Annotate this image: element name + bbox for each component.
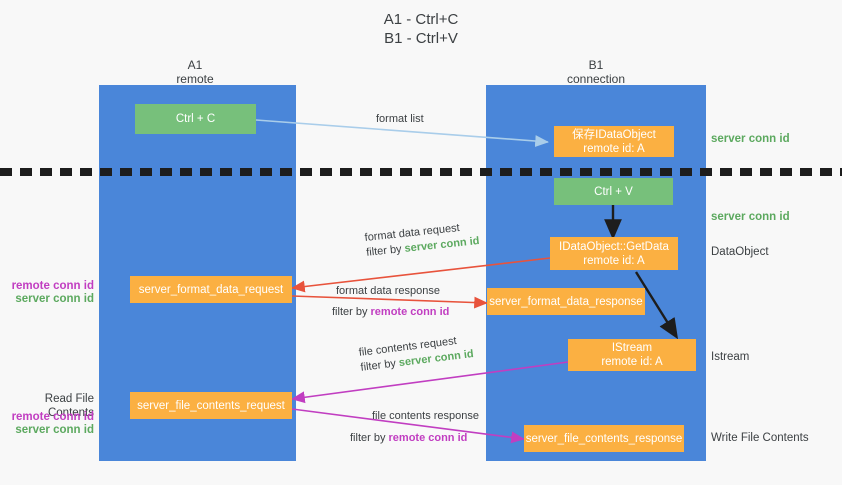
- edge-label-file-contents-response-filter: filter by remote conn id: [350, 431, 479, 446]
- box-server-format-data-request[interactable]: server_format_data_request: [130, 276, 292, 303]
- box-server-file-contents-response[interactable]: server_file_contents_response: [524, 425, 684, 452]
- edge-label-format-list: format list: [376, 112, 424, 127]
- filter-target-remote-conn-id: remote conn id: [370, 306, 450, 318]
- box-istream[interactable]: IStream remote id: A: [568, 339, 696, 371]
- annotation-remote-conn-id-2: remote conn id: [11, 411, 94, 423]
- column-header-b1: B1 connection: [566, 58, 626, 86]
- annotation-server-conn-id-mid: server conn id: [711, 211, 790, 223]
- edge-label-format-data-request: format data request filter by server con…: [364, 219, 480, 261]
- phase-separator-dashed-line: [0, 168, 842, 176]
- edge-label-format-data-response-filter: filter by remote conn id: [332, 305, 449, 320]
- edge-label-format-data-response: format data response filter by remote co…: [332, 284, 449, 320]
- box-server-file-contents-request[interactable]: server_file_contents_request: [130, 392, 292, 419]
- annotation-server-conn-id-top: server conn id: [711, 133, 790, 145]
- edge-label-file-contents-response-line1: file contents response: [372, 410, 480, 422]
- edge-label-file-contents-request: file contents request filter by server c…: [358, 332, 475, 376]
- box-ctrl-c[interactable]: Ctrl + C: [135, 104, 256, 134]
- filter-prefix: filter by: [350, 432, 389, 444]
- filter-prefix: filter by: [365, 242, 406, 259]
- column-header-a1: A1 remote: [176, 58, 214, 86]
- page-title: A1 - Ctrl+C B1 - Ctrl+V: [383, 11, 459, 47]
- box-save-idataobject[interactable]: 保存IDataObject remote id: A: [554, 126, 674, 157]
- annotation-server-conn-id-1: server conn id: [15, 293, 94, 305]
- box-idataobject-getdata[interactable]: IDataObject::GetData remote id: A: [550, 237, 678, 270]
- edge-label-format-data-response-line1: format data response: [336, 285, 440, 297]
- box-ctrl-v[interactable]: Ctrl + V: [554, 178, 673, 205]
- annotation-server-conn-id-2: server conn id: [15, 424, 94, 436]
- annotation-istream: Istream: [711, 351, 750, 363]
- annotation-write-file-contents: Write File Contents: [711, 432, 809, 444]
- annotation-read-file-contents: Read File Contents: [44, 393, 94, 419]
- filter-prefix: filter by: [332, 306, 371, 318]
- filter-target-remote-conn-id: remote conn id: [388, 432, 468, 444]
- edge-label-format-list-line1: format list: [376, 113, 424, 125]
- edge-label-file-contents-response: file contents response filter by remote …: [350, 409, 480, 446]
- annotation-dataobject: DataObject: [711, 246, 769, 258]
- box-server-format-data-response[interactable]: server_format_data_response: [487, 288, 645, 315]
- filter-prefix: filter by: [359, 357, 400, 374]
- annotation-remote-conn-id-1: remote conn id: [11, 280, 94, 292]
